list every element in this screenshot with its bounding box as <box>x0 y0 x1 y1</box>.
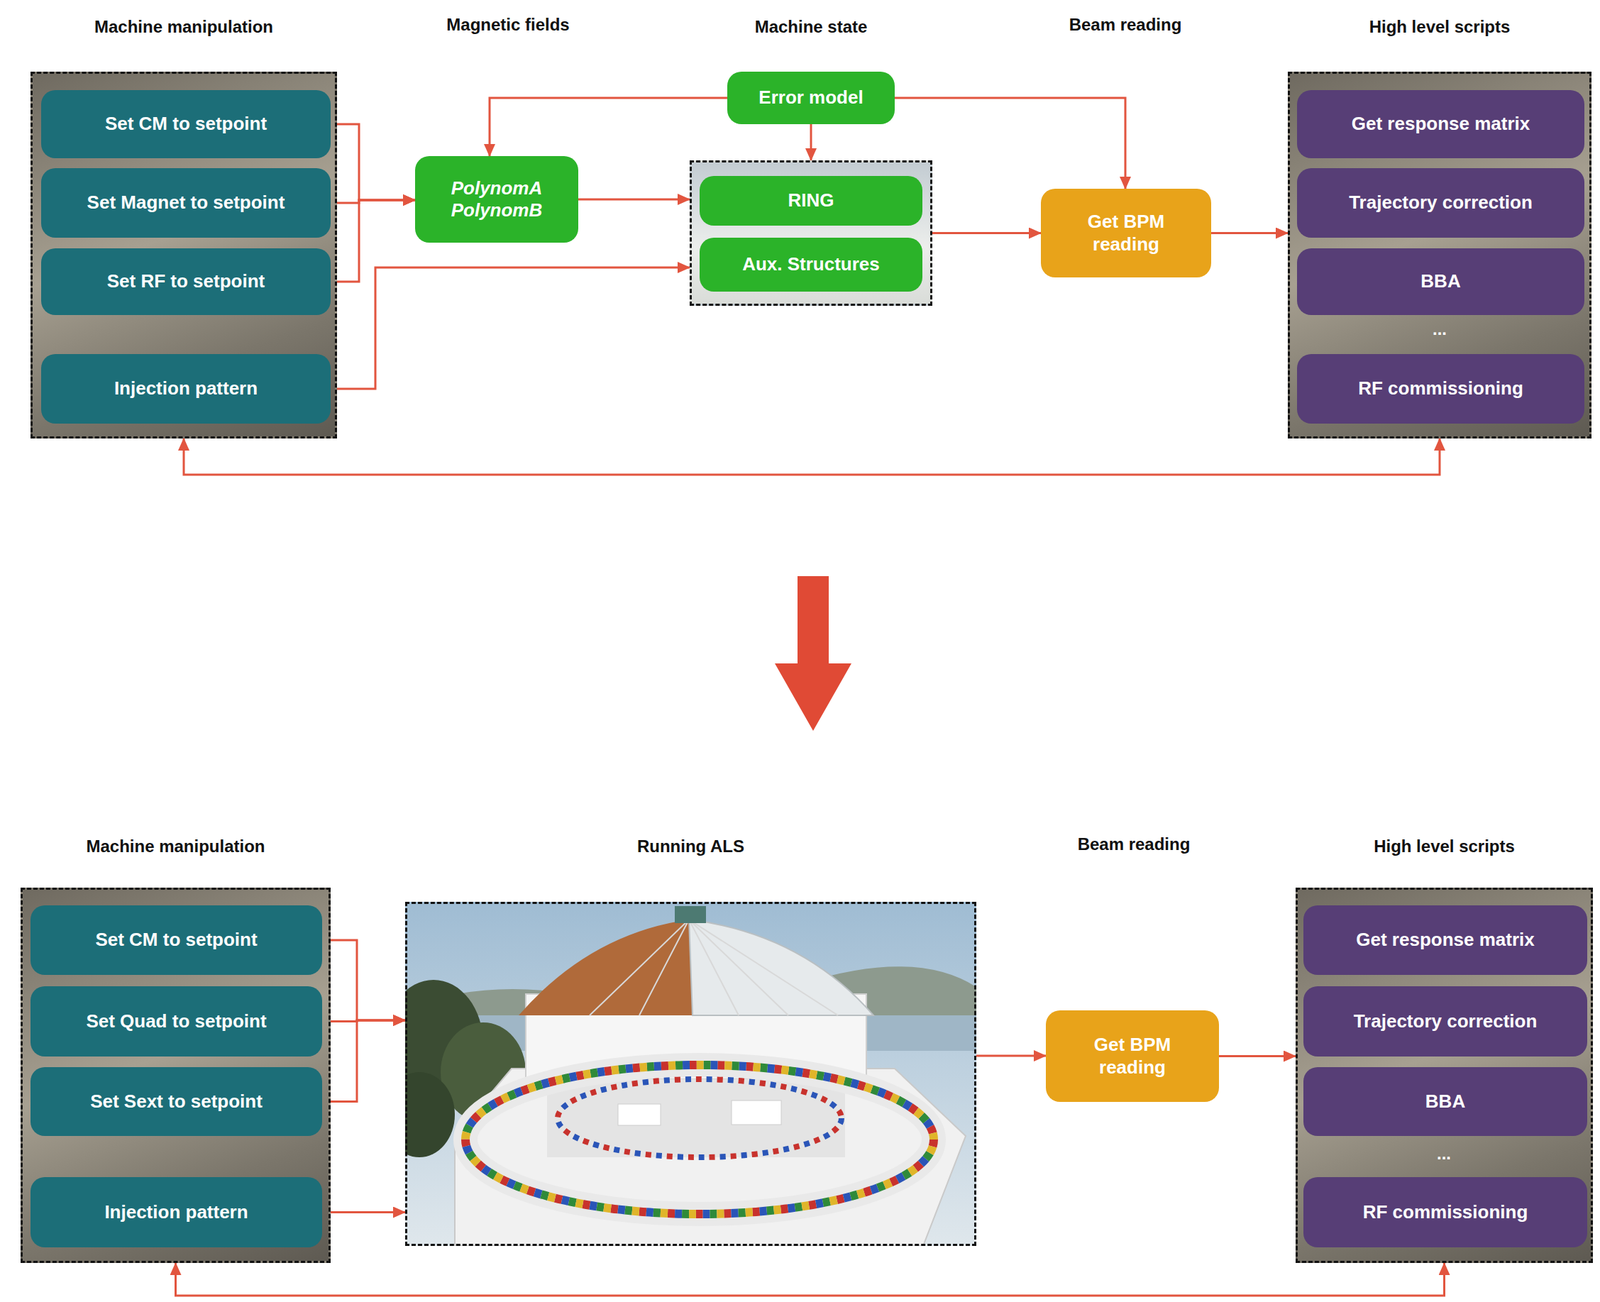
node-text: RING <box>788 189 835 212</box>
action-button: Injection pattern <box>30 1177 323 1248</box>
node-text: Get BPM reading <box>1082 1033 1183 1078</box>
action-button: Set RF to setpoint <box>41 248 331 316</box>
group-panel: Machine manipulationSet CM to setpointSe… <box>20 887 331 1263</box>
reading-box: Get BPM reading <box>1045 1010 1219 1102</box>
flow-arrow <box>175 1262 1445 1296</box>
group-panel: High level scriptsGet response matrixTra… <box>1287 71 1592 439</box>
script-button: BBA <box>1303 1067 1588 1136</box>
node-text: Injection pattern <box>114 377 258 400</box>
column-header: Beam reading <box>991 834 1276 855</box>
group-heading: High level scripts <box>1247 17 1600 37</box>
action-button: Set Sext to setpoint <box>30 1067 323 1136</box>
flow-arrow <box>932 232 1041 235</box>
script-button: Get response matrix <box>1303 905 1588 975</box>
group-heading: Machine state <box>649 17 973 37</box>
ellipsis: ... <box>1297 319 1582 340</box>
script-button: BBA <box>1297 248 1585 316</box>
node-text: Error model <box>758 86 863 109</box>
action-button: Set Quad to setpoint <box>30 986 323 1057</box>
node-text: Set CM to setpoint <box>95 928 257 951</box>
column-header: Beam reading <box>983 14 1268 35</box>
flow-arrow <box>330 124 416 201</box>
node-text: Get response matrix <box>1355 928 1535 951</box>
action-button: Injection pattern <box>41 354 331 424</box>
script-button: RF commissioning <box>1303 1177 1588 1248</box>
group-panel: Machine stateRINGAux. Structures <box>689 160 933 306</box>
flow-arrow <box>976 1055 1046 1058</box>
group-panel: High level scriptsGet response matrixTra… <box>1295 887 1593 1263</box>
node-text: PolynomA PolynomB <box>443 177 550 222</box>
flow-arrow <box>322 1211 406 1214</box>
flow-arrow <box>322 1020 406 1102</box>
node-text: Trajectory correction <box>1353 1010 1538 1033</box>
node-text: RF commissioning <box>1358 377 1524 400</box>
machine-panel: Running ALS <box>405 901 977 1246</box>
action-button: Set CM to setpoint <box>30 905 323 975</box>
node-text: Get response matrix <box>1351 112 1530 135</box>
node-text: Aux. Structures <box>742 253 880 276</box>
script-button: Trajectory correction <box>1303 986 1588 1057</box>
state-box: Aux. Structures <box>699 237 923 292</box>
action-button: Set Magnet to setpoint <box>41 168 331 238</box>
flow-arrow <box>330 200 416 282</box>
script-button: Trajectory correction <box>1297 168 1585 238</box>
field-box: PolynomA PolynomB <box>415 156 579 243</box>
flow-arrow <box>489 97 728 157</box>
node-text: Set CM to setpoint <box>105 112 267 135</box>
als-illustration <box>405 901 977 1246</box>
group-heading: Machine manipulation <box>0 17 378 37</box>
node-text: BBA <box>1425 1090 1466 1113</box>
group-heading: Machine manipulation <box>0 836 372 857</box>
group-heading: Running ALS <box>364 836 1017 857</box>
flow-arrow <box>1218 1055 1296 1058</box>
ellipsis: ... <box>1301 1143 1586 1164</box>
node-text: Set Magnet to setpoint <box>87 191 286 214</box>
flow-arrow <box>1211 232 1288 235</box>
node-text: Set Sext to setpoint <box>90 1090 263 1113</box>
transition-arrow <box>773 574 853 735</box>
flow-arrow <box>322 940 406 1021</box>
reading-box: Get BPM reading <box>1040 188 1212 278</box>
state-box: RING <box>699 175 923 226</box>
node-text: BBA <box>1420 270 1461 293</box>
flow-arrow <box>810 124 813 161</box>
column-header: Magnetic fields <box>366 14 650 35</box>
flow-arrow <box>578 198 690 201</box>
flow-arrow <box>183 438 1440 475</box>
node-text: Set RF to setpoint <box>107 270 265 293</box>
script-button: Get response matrix <box>1297 90 1585 159</box>
model-box: Error model <box>727 71 895 125</box>
action-button: Set CM to setpoint <box>41 90 331 159</box>
node-text: RF commissioning <box>1363 1201 1529 1224</box>
script-button: RF commissioning <box>1297 354 1585 424</box>
node-text: Set Quad to setpoint <box>85 1010 267 1033</box>
down-arrow <box>774 576 852 731</box>
group-heading: High level scripts <box>1255 836 1600 857</box>
node-text: Injection pattern <box>104 1201 248 1224</box>
flow-arrow <box>330 267 690 389</box>
group-panel: Machine manipulationSet CM to setpointSe… <box>30 71 338 439</box>
node-text: Trajectory correction <box>1348 191 1533 214</box>
node-text: Get BPM reading <box>1076 210 1176 255</box>
